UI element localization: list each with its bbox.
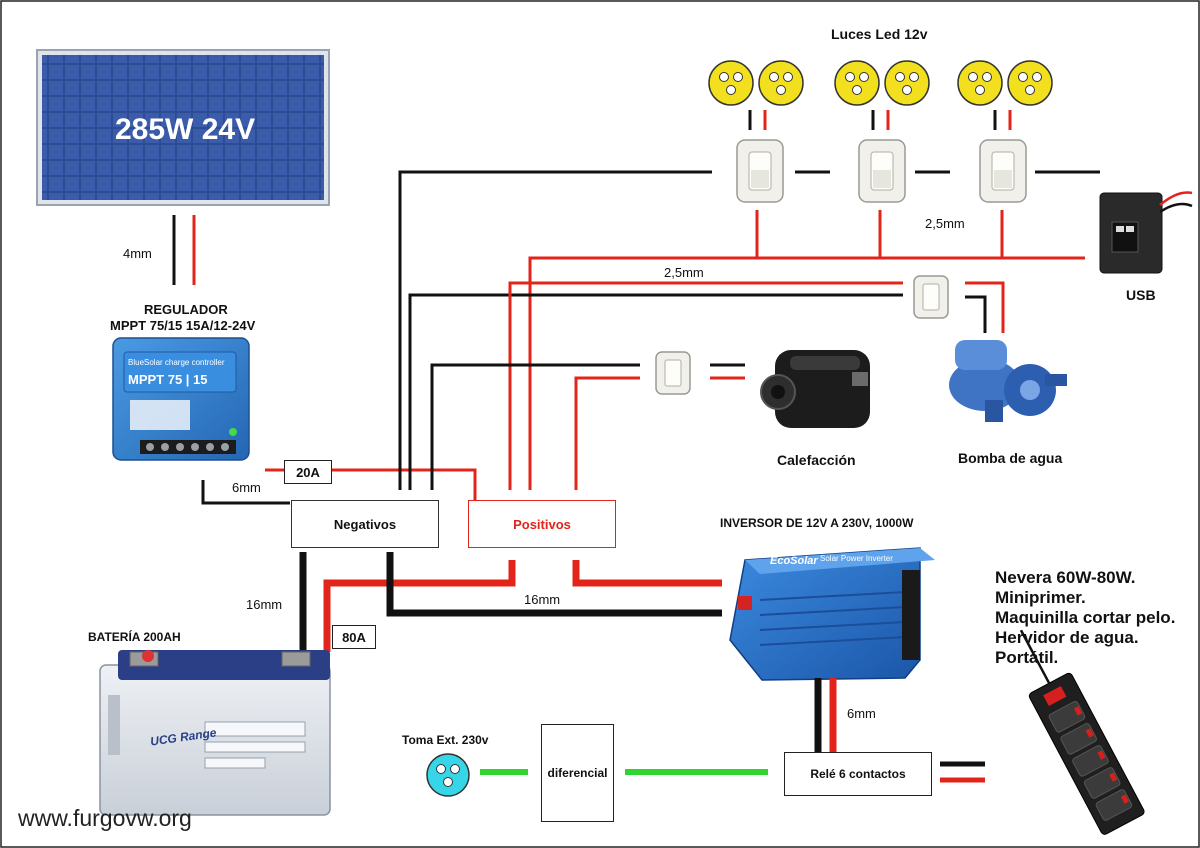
- heater-switch: [655, 351, 691, 395]
- appliance-0: Nevera 60W-80W.: [995, 568, 1136, 587]
- wire-label-6mm-inverter: 6mm: [847, 706, 876, 721]
- water-pump: [949, 340, 1067, 422]
- wire-label-2-5mm-mid: 2,5mm: [664, 265, 704, 280]
- usb-socket: [1099, 191, 1193, 274]
- appliance-1: Miniprimer.: [995, 588, 1086, 607]
- regulator-brand: BlueSolar charge controller: [128, 358, 225, 367]
- positive-busbar: Positivos: [468, 500, 616, 548]
- usb-label: USB: [1126, 287, 1156, 303]
- wire-relay-output: [940, 761, 985, 783]
- differential-box: diferencial: [541, 724, 614, 822]
- watermark: www.furgovw.org: [18, 805, 192, 831]
- wire-battery-positive: [323, 560, 516, 652]
- relay-box: Relé 6 contactos: [784, 752, 932, 796]
- wire-inverter-negative: [386, 552, 722, 617]
- inverter-subtitle: Solar Power Inverter: [820, 554, 893, 563]
- fuse-20a: 20A: [284, 460, 332, 484]
- wire-label-2-5mm-right: 2,5mm: [925, 216, 965, 231]
- negative-busbar: Negativos: [291, 500, 439, 548]
- wire-negative-top: [398, 170, 1100, 490]
- appliance-2: Maquinilla cortar pelo.: [995, 608, 1176, 627]
- wire-pump: [408, 281, 1005, 490]
- solar-panel-label: 285W 24V: [115, 113, 256, 146]
- solar-panel: [36, 49, 330, 206]
- heater: [760, 350, 870, 428]
- pump-switch: [913, 275, 949, 319]
- battery: [99, 650, 331, 816]
- regulator-title-line2: MPPT 75/15 15A/12-24V: [110, 318, 256, 333]
- power-strip: [1019, 629, 1145, 835]
- wire-regulator-positive: [265, 468, 477, 500]
- inverter-title: INVERSOR DE 12V A 230V, 1000W: [720, 516, 914, 530]
- heater-label: Calefacción: [777, 452, 856, 468]
- inverter-brand: EcoSolar: [770, 555, 818, 567]
- lights-title: Luces Led 12v: [831, 26, 928, 42]
- wire-regulator-negative: [201, 480, 290, 505]
- wire-label-16mm-battery: 16mm: [246, 597, 283, 612]
- mppt-regulator: [112, 337, 250, 461]
- wire-led-switch: [748, 110, 1012, 130]
- external-outlet: [426, 753, 470, 797]
- wire-label-6mm-regulator: 6mm: [232, 480, 261, 495]
- pump-label: Bomba de agua: [958, 450, 1063, 466]
- wire-inverter-relay: [814, 678, 837, 752]
- wire-label-16mm-inverter: 16mm: [524, 592, 561, 607]
- inverter: [729, 547, 935, 681]
- wire-heater: [430, 363, 745, 490]
- wire-label-4mm: 4mm: [123, 246, 152, 261]
- wire-positive-lights: [528, 210, 1085, 490]
- regulator-model: MPPT 75 | 15: [128, 372, 208, 387]
- wire-inverter-positive: [572, 560, 722, 587]
- wire-panel-regulator: [172, 215, 196, 285]
- appliance-4: Portátil.: [995, 648, 1059, 667]
- regulator-title-line1: REGULADOR: [144, 302, 228, 317]
- appliance-3: Hervidor de agua.: [995, 628, 1139, 647]
- fuse-80a: 80A: [332, 625, 376, 649]
- outlet-label: Toma Ext. 230v: [402, 733, 489, 747]
- light-switches: [736, 139, 1027, 203]
- battery-title: BATERÍA 200AH: [88, 630, 181, 644]
- led-lights: [708, 60, 1053, 106]
